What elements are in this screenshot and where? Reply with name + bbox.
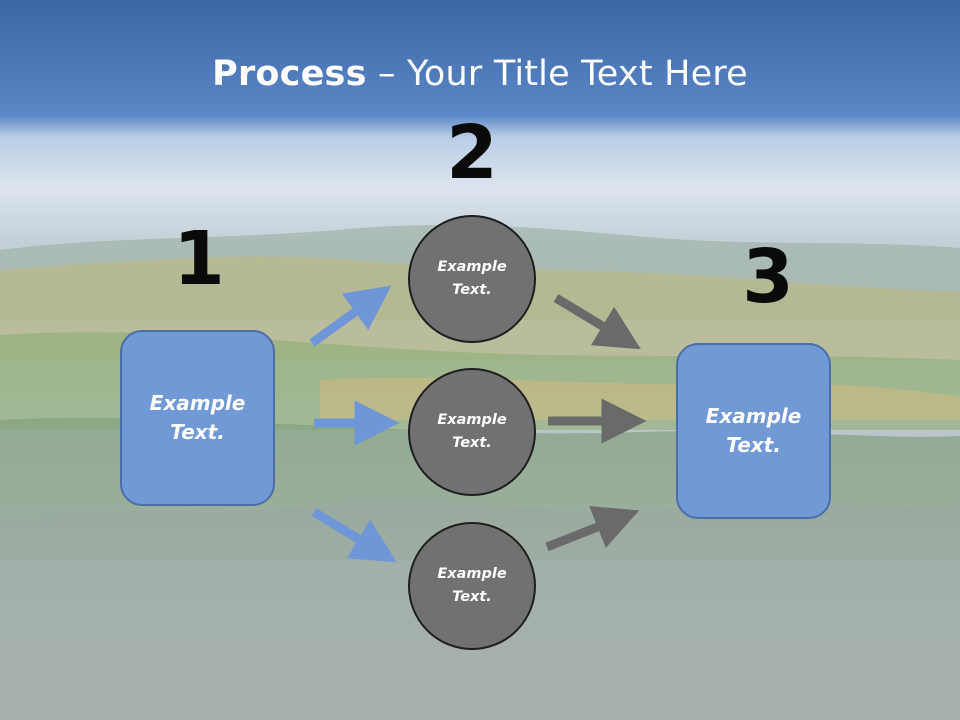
step-1-box-label: Example Text. — [149, 391, 246, 444]
circle-bottom-label: Example Text. — [437, 566, 507, 605]
step-2-circle-middle[interactable]: Example Text. — [408, 368, 536, 496]
title-bold: Process — [212, 54, 367, 94]
arrow-box1-to-circle-bottom — [311, 508, 397, 563]
circle-top-label: Example Text. — [437, 259, 507, 298]
step-number-2: 2 — [446, 110, 498, 196]
step-2-circle-top[interactable]: Example Text. — [408, 215, 536, 343]
step-3-box-label: Example Text. — [705, 404, 802, 457]
step-number-1: 1 — [173, 216, 225, 302]
slide-title: Process – Your Title Text Here — [0, 50, 960, 98]
step-2-circle-bottom[interactable]: Example Text. — [408, 522, 536, 650]
step-number-3: 3 — [742, 234, 794, 320]
step-1-box[interactable]: Example Text. — [120, 330, 275, 506]
arrow-circle-top-to-box3 — [553, 294, 641, 350]
circle-middle-label: Example Text. — [437, 412, 507, 451]
step-3-box[interactable]: Example Text. — [676, 343, 831, 519]
title-rest: – Your Title Text Here — [366, 54, 748, 94]
arrow-box1-to-circle-top — [309, 285, 392, 347]
arrow-circle-bottom-to-box3 — [545, 506, 640, 552]
